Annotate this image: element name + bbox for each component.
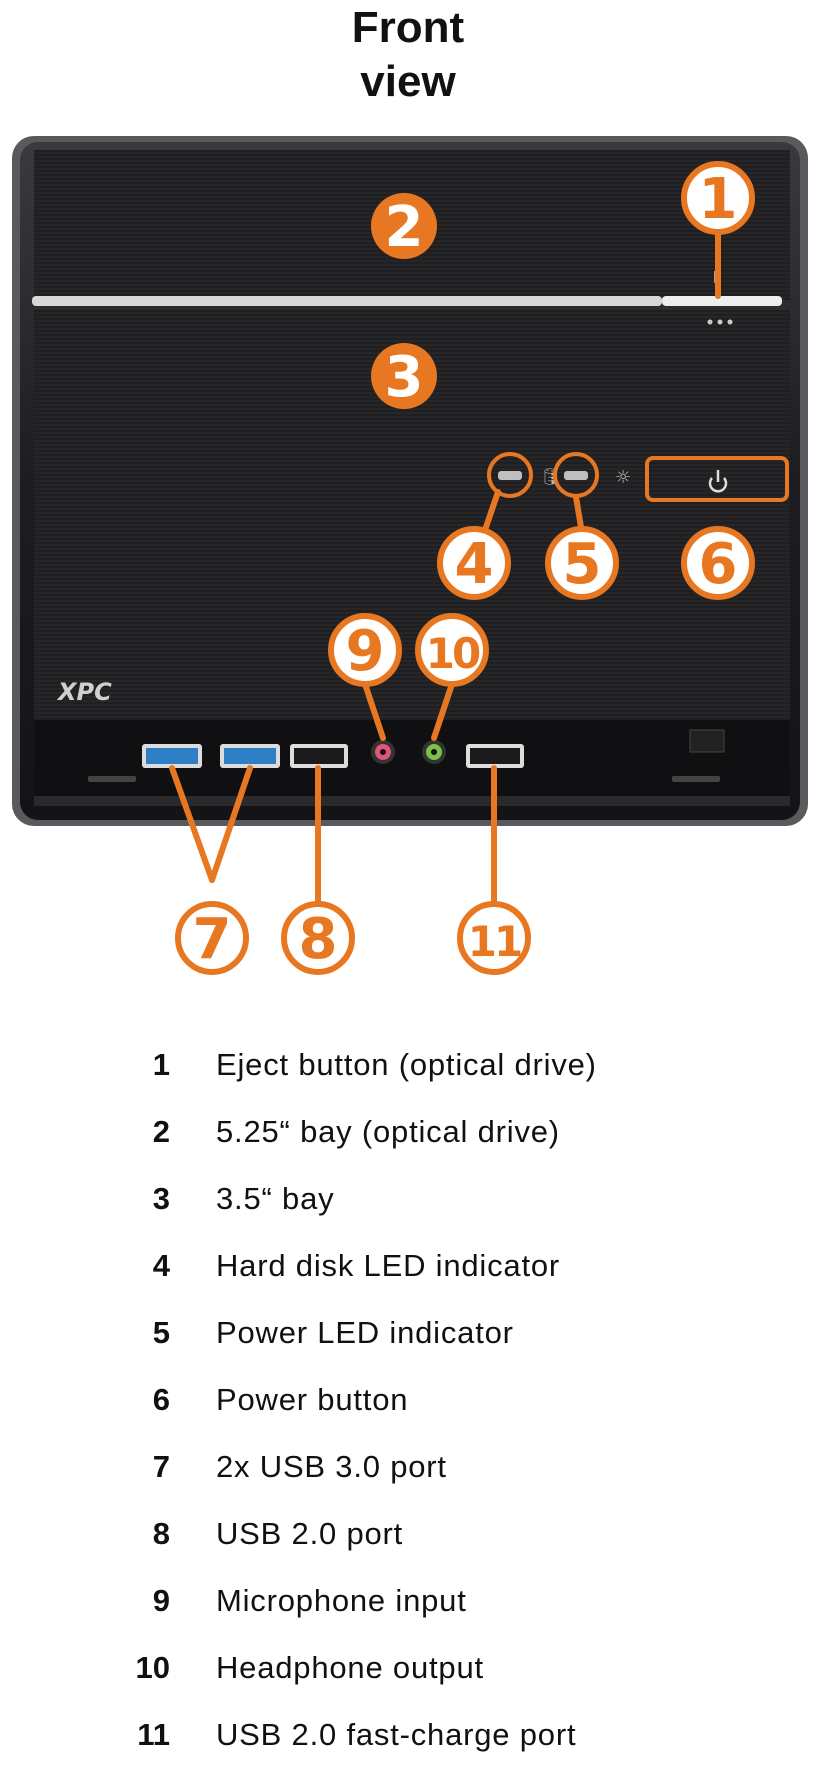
front-panel xyxy=(34,465,790,720)
legend-item: 6 Power button xyxy=(0,1380,816,1420)
legend-number: 5 xyxy=(152,1315,170,1350)
legend-number: 10 xyxy=(135,1650,170,1685)
callout-8: 8 xyxy=(281,901,355,975)
callout-1: 1 xyxy=(681,161,755,235)
usb3-port-2[interactable] xyxy=(220,744,280,768)
callout-6: 6 xyxy=(681,526,755,600)
legend-item: 9 Microphone input xyxy=(0,1581,816,1621)
legend-item: 4 Hard disk LED indicator xyxy=(0,1246,816,1286)
callout-4: 4 xyxy=(437,526,511,600)
headphone-jack[interactable] xyxy=(422,740,446,764)
hdd-led xyxy=(498,471,522,480)
callout-3: 3 xyxy=(371,343,437,410)
eject-button[interactable] xyxy=(662,296,782,306)
usb2-fastcharge-port[interactable] xyxy=(466,744,524,768)
power-button[interactable] xyxy=(708,470,728,493)
legend-number: 4 xyxy=(152,1248,170,1283)
svg-text:11: 11 xyxy=(468,917,521,966)
legend-item: 1 Eject button (optical drive) xyxy=(0,1045,816,1085)
legend-label: USB 2.0 fast-charge port xyxy=(216,1717,577,1752)
legend-number: 8 xyxy=(152,1516,170,1551)
legend-item: 3 3.5“ bay xyxy=(0,1179,816,1219)
legend-item: 5 Power LED indicator xyxy=(0,1313,816,1353)
title-line-2: view xyxy=(360,57,456,106)
legend-label: Hard disk LED indicator xyxy=(216,1248,561,1283)
usb2-port[interactable] xyxy=(290,744,348,768)
svg-text:1: 1 xyxy=(699,167,738,232)
svg-text:2: 2 xyxy=(385,195,424,260)
legend-number: 9 xyxy=(152,1583,170,1618)
legend-label: Headphone output xyxy=(216,1650,484,1685)
svg-text:9: 9 xyxy=(346,619,385,684)
leader-lines xyxy=(169,229,721,905)
legend-number: 6 xyxy=(152,1382,170,1417)
legend-label: Eject button (optical drive) xyxy=(216,1047,597,1082)
callout-9: 9 xyxy=(328,613,402,687)
legend-item: 11 USB 2.0 fast-charge port xyxy=(0,1715,816,1755)
callout-box-6 xyxy=(645,456,789,502)
legend-label: Power LED indicator xyxy=(216,1315,514,1350)
legend-item: 2 5.25“ bay (optical drive) xyxy=(0,1112,816,1152)
title-line-1: Front xyxy=(351,3,465,52)
usb3-port-1[interactable] xyxy=(142,744,202,768)
bay-divider-strip xyxy=(32,296,662,306)
legend-label: 5.25“ bay (optical drive) xyxy=(216,1114,560,1149)
legend-label: Microphone input xyxy=(216,1583,467,1618)
legend-number: 7 xyxy=(152,1449,170,1484)
legend-number: 2 xyxy=(152,1114,170,1149)
callout-11: 11 xyxy=(457,901,531,975)
legend-label: USB 2.0 port xyxy=(216,1516,404,1551)
legend-number: 11 xyxy=(137,1717,170,1752)
legend-number: 3 xyxy=(152,1181,170,1216)
legend-label: Power button xyxy=(216,1382,409,1417)
power-led xyxy=(564,471,588,480)
callout-7: 7 xyxy=(175,901,249,975)
svg-text:5: 5 xyxy=(563,532,602,597)
svg-text:6: 6 xyxy=(699,532,738,597)
microphone-jack[interactable] xyxy=(371,740,395,764)
callouts: 1 2 3 4 5 6 9 10 xyxy=(175,161,755,975)
legend-label: 3.5“ bay xyxy=(216,1181,335,1216)
sun-icon: ☼ xyxy=(615,467,631,488)
callout-2: 2 xyxy=(371,193,437,260)
svg-text:3: 3 xyxy=(385,345,424,410)
callout-5: 5 xyxy=(545,526,619,600)
callout-ring-4 xyxy=(487,452,533,498)
svg-text:7: 7 xyxy=(193,907,232,972)
legend-label: 2x USB 3.0 port xyxy=(216,1449,447,1484)
legend-item: 7 2x USB 3.0 port xyxy=(0,1447,816,1487)
legend-number: 1 xyxy=(152,1047,170,1082)
svg-text:10: 10 xyxy=(426,629,480,678)
svg-text:4: 4 xyxy=(455,532,494,597)
legend-item: 10 Headphone output xyxy=(0,1648,816,1688)
legend-item: 8 USB 2.0 port xyxy=(0,1514,816,1554)
svg-text:8: 8 xyxy=(299,907,338,972)
front-view-diagram: 🛢 ☼ XPC xyxy=(12,136,808,975)
callout-10: 10 xyxy=(415,613,489,687)
brand-logo: XPC xyxy=(56,678,112,706)
